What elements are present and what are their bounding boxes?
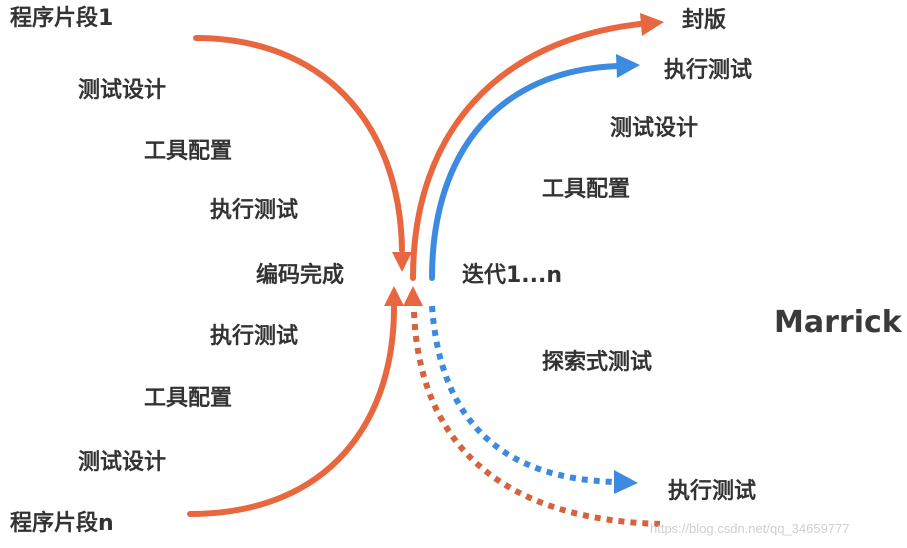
- bottom-segment-label: 程序片段n: [10, 511, 114, 536]
- watermark: https://blog.csdn.net/qq_34659777: [650, 521, 850, 536]
- exploratory-label: 探索式测试: [542, 350, 653, 375]
- right-step-1: 测试设计: [610, 116, 699, 141]
- brand-label: Marrick: [774, 305, 902, 340]
- top-left-orange-arrow: [193, 35, 405, 253]
- release-orange-arrow: [410, 21, 643, 281]
- iteration-label: 迭代1...n: [462, 263, 563, 288]
- left-top-step-3: 执行测试: [210, 198, 299, 223]
- bottom-left-arrowhead: [384, 286, 404, 306]
- bottom-left-orange-arrow: [187, 302, 398, 517]
- center-label: 编码完成: [256, 263, 345, 288]
- top-segment-label: 程序片段1: [10, 6, 114, 31]
- left-top-step-1: 测试设计: [78, 78, 167, 103]
- iteration-blue-arrow: [429, 63, 621, 281]
- left-top-step-2: 工具配置: [144, 139, 233, 164]
- exploratory-blue-dotted-arrow: [429, 305, 615, 485]
- left-bottom-step-1: 执行测试: [210, 324, 299, 349]
- left-bottom-step-3: 测试设计: [78, 450, 167, 475]
- top-left-arrowhead: [392, 252, 412, 272]
- exploratory-arrowhead: [614, 470, 638, 494]
- release-label: 封版: [682, 8, 727, 33]
- center-up-arrowhead: [403, 286, 423, 306]
- left-bottom-step-2: 工具配置: [144, 386, 233, 411]
- iteration-arrowhead: [616, 54, 640, 78]
- release-orange-dotted-arrow: [411, 311, 661, 527]
- right-step-2: 工具配置: [542, 177, 631, 202]
- release-arrowhead: [640, 13, 664, 36]
- execute-bottom-label: 执行测试: [668, 479, 757, 504]
- execute-top-label: 执行测试: [664, 58, 753, 83]
